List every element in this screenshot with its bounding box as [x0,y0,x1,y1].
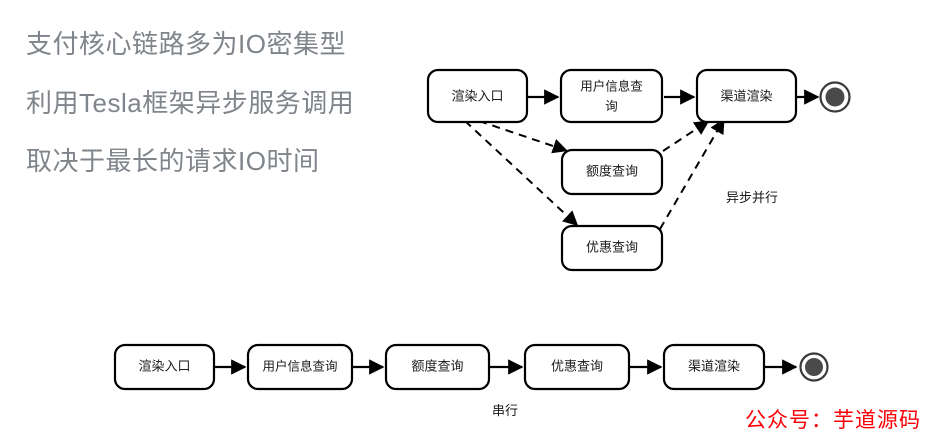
async-node-quota-label: 额度查询 [586,163,638,178]
bullet-list: 支付核心链路多为IO密集型 利用Tesla框架异步服务调用 取决于最长的请求IO… [26,30,446,176]
async-node-entry-box [426,68,529,124]
serial-node-4-box [523,343,631,391]
async-parallel-diagram: 渲染入口 用户信息查 询 渠道渲染 额度查询 优惠查询 [426,68,851,272]
serial-node-end[interactable] [799,352,829,382]
async-node-quota-box [560,148,664,196]
serial-end-core [805,358,823,376]
async-node-user-info-label-line2: 询 [605,99,618,113]
async-node-user-info-box [559,68,664,124]
async-node-channel-box [695,68,798,124]
bullet-line-3: 取决于最长的请求IO时间 [26,146,320,177]
async-node-promo-label: 优惠查询 [586,239,638,254]
async-node-end[interactable] [819,81,851,113]
serial-node-3-label: 额度查询 [411,358,463,373]
async-node-entry-label: 渲染入口 [451,88,503,103]
serial-node-5-label: 渠道渲染 [688,358,740,373]
serial-node-4-label: 优惠查询 [551,358,603,373]
async-annotation-label: 异步并行 [726,190,778,205]
serial-node-2[interactable]: 用户信息查询 [246,343,354,391]
serial-node-1-label: 渲染入口 [138,358,190,373]
async-node-channel[interactable]: 渠道渲染 [695,68,798,124]
edge-entry-to-quota-dashed [478,120,568,154]
serial-node-1[interactable]: 渲染入口 [113,343,216,391]
async-node-channel-label: 渠道渲染 [720,88,772,103]
serial-node-5-box [662,343,766,391]
bullet-line-1: 支付核心链路多为IO密集型 [26,29,346,59]
bullet-line-2: 利用Tesla框架异步服务调用 [26,87,355,118]
serial-node-2-box [246,343,354,391]
edge-quota-to-channel-dashed [662,120,710,152]
async-node-quota[interactable]: 额度查询 [560,148,664,196]
serial-node-1-box [113,343,216,391]
async-node-promo[interactable]: 优惠查询 [560,224,664,272]
serial-annotation-label: 串行 [492,403,518,418]
async-node-user-info[interactable]: 用户信息查 询 [559,68,664,124]
async-end-core [825,87,845,107]
async-node-entry[interactable]: 渲染入口 [426,68,529,124]
serial-node-4[interactable]: 优惠查询 [523,343,631,391]
serial-node-2-label: 用户信息查询 [262,358,337,373]
watermark-text: 公众号：芋道源码 [745,408,921,432]
edge-entry-to-promo-dashed [464,120,579,227]
serial-diagram: 渲染入口 用户信息查询 额度查询 优惠查询 渠道渲染 [113,343,829,418]
serial-node-5[interactable]: 渠道渲染 [662,343,766,391]
edge-promo-to-channel-dashed [659,118,725,230]
serial-node-3-box [384,343,491,391]
async-node-user-info-label-line1: 用户信息查 [580,78,643,93]
serial-node-3[interactable]: 额度查询 [384,343,491,391]
async-node-promo-box [560,224,664,272]
